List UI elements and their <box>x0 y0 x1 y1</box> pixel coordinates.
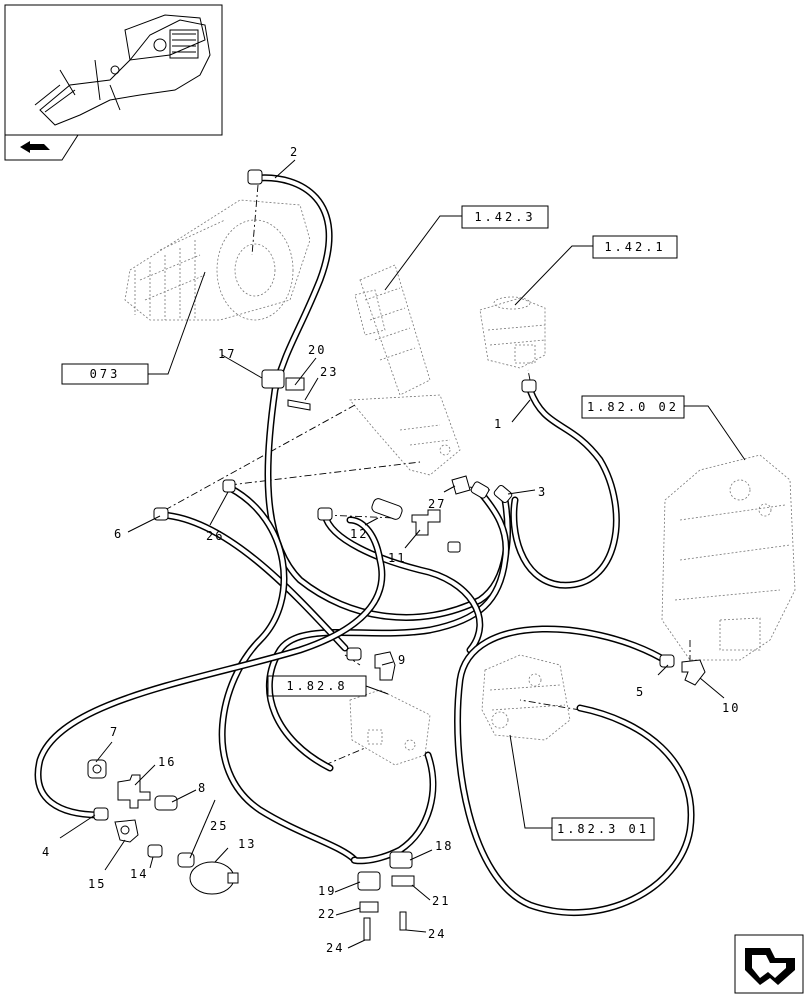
part-number-7: 7 <box>110 725 119 739</box>
bolt-24a[interactable] <box>363 917 371 941</box>
part-number-13: 13 <box>238 837 256 851</box>
part-number-4: 4 <box>42 845 51 859</box>
fitting-8[interactable] <box>154 795 178 811</box>
thumbnail-panel[interactable] <box>4 4 223 161</box>
part-number-12: 12 <box>350 527 368 541</box>
part-number-17: 17 <box>218 347 236 361</box>
hydraulic-pump <box>479 296 546 369</box>
part-number-2: 2 <box>290 145 299 159</box>
part-number-14: 14 <box>130 867 148 881</box>
clamp-17[interactable] <box>261 369 285 389</box>
fitting-16[interactable] <box>117 774 151 809</box>
rear-axle-housing <box>124 199 311 321</box>
part-number-6: 6 <box>114 527 123 541</box>
part-number-22: 22 <box>318 907 336 921</box>
hose-6[interactable] <box>159 511 349 652</box>
hose-12[interactable] <box>321 511 484 654</box>
ref-box-073[interactable]: 073 <box>61 363 149 385</box>
part-number-11: 11 <box>388 551 406 565</box>
ref-box-1-42-1[interactable]: 1.42.1 <box>592 235 678 259</box>
part-number-10: 10 <box>722 701 740 715</box>
ref-box-1-82-3-01[interactable]: 1.82.3 01 <box>551 817 655 841</box>
fitting-9[interactable] <box>346 647 396 681</box>
part-number-1: 1 <box>494 417 503 431</box>
back-arrow-icon[interactable] <box>20 141 50 153</box>
part-number-8: 8 <box>198 781 207 795</box>
part-number-21: 21 <box>432 894 450 908</box>
hose-1[interactable] <box>510 386 620 589</box>
part-number-26: 26 <box>206 529 224 543</box>
bolt-23[interactable] <box>287 399 311 411</box>
ref-box-1-82-8[interactable]: 1.82.8 <box>267 675 367 697</box>
accumulator-13[interactable] <box>189 861 239 895</box>
hose-5[interactable] <box>454 625 695 917</box>
part-number-25: 25 <box>210 819 228 833</box>
fitting-26-end[interactable] <box>222 479 236 493</box>
ref-1-42-1-label: 1.42.1 <box>604 240 665 254</box>
part-number-24-right: 24 <box>428 927 446 941</box>
ref-1-42-3-label: 1.42.3 <box>474 210 535 224</box>
plate-22[interactable] <box>359 901 379 913</box>
part-number-5: 5 <box>636 685 645 699</box>
fitting-12[interactable] <box>371 497 404 520</box>
part-number-9: 9 <box>398 653 407 667</box>
fitting-1-end[interactable] <box>521 379 537 393</box>
distributor-block <box>349 689 431 766</box>
ref-1-82-3-01-label: 1.82.3 01 <box>557 822 649 836</box>
plate-21[interactable] <box>391 875 415 887</box>
ref-073-label: 073 <box>90 367 121 381</box>
clamp-19[interactable] <box>357 871 381 891</box>
clamp-18[interactable] <box>389 851 413 869</box>
transmission-housing <box>661 454 796 661</box>
clamp-20[interactable] <box>285 377 305 391</box>
fitting-15[interactable] <box>114 819 139 843</box>
fitting-11[interactable] <box>411 509 461 553</box>
ref-1-82-8-label: 1.82.8 <box>286 679 347 693</box>
steering-column <box>349 264 461 476</box>
fitting-3-end[interactable] <box>470 481 490 499</box>
hose-4[interactable] <box>34 516 386 819</box>
fitting-12-hose-end[interactable] <box>317 507 333 521</box>
fitting-4-end[interactable] <box>93 807 109 821</box>
bolt-24b[interactable] <box>399 911 407 931</box>
part-number-23: 23 <box>320 365 338 379</box>
part-number-16: 16 <box>158 755 176 769</box>
fitting-25[interactable] <box>177 852 195 868</box>
fitting-10[interactable] <box>659 654 706 686</box>
ref-box-1-42-3[interactable]: 1.42.3 <box>461 205 549 229</box>
ref-box-1-82-0-02[interactable]: 1.82.0 02 <box>581 395 685 419</box>
hose-26[interactable] <box>218 484 359 864</box>
fitting-3b[interactable] <box>493 484 513 504</box>
ref-1-82-0-02-label: 1.82.0 02 <box>587 400 679 414</box>
valve-block <box>481 654 571 741</box>
part-number-27: 27 <box>428 497 446 511</box>
hose-3[interactable] <box>265 488 510 772</box>
navigation-arrow-icon[interactable] <box>734 934 804 994</box>
part-number-18: 18 <box>435 839 453 853</box>
hose-9[interactable] <box>350 751 437 865</box>
part-number-3: 3 <box>538 485 547 499</box>
fitting-7[interactable] <box>87 759 107 779</box>
tractor-assembly-thumbnail <box>34 14 211 126</box>
fitting-2-end[interactable] <box>247 169 263 185</box>
hose-2[interactable] <box>254 174 511 621</box>
part-number-19: 19 <box>318 884 336 898</box>
fitting-27[interactable] <box>451 475 471 495</box>
part-number-24-left: 24 <box>326 941 344 955</box>
fitting-14[interactable] <box>147 844 163 858</box>
part-number-20: 20 <box>308 343 326 357</box>
part-number-15: 15 <box>88 877 106 891</box>
